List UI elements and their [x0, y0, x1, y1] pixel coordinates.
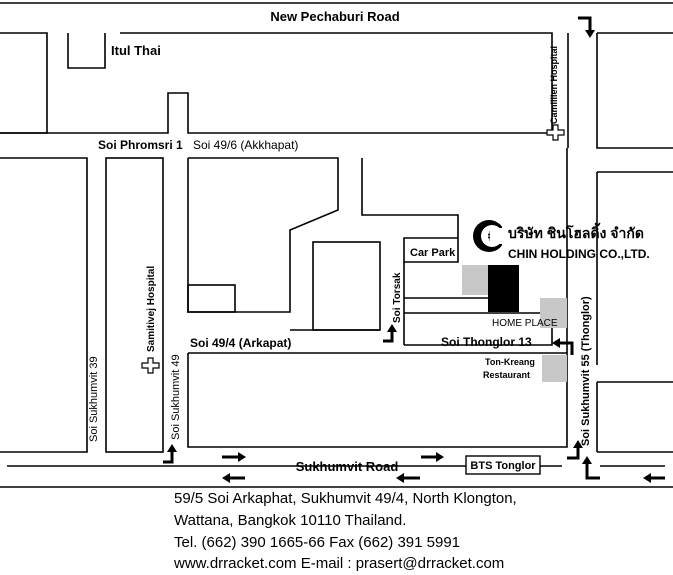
camillien-hospital-label: Camillien Hospital [549, 46, 559, 124]
soi-49-6-label: Soi 49/6 (Akkhapat) [193, 138, 298, 152]
home-place-label: HOME PLACE [492, 318, 558, 329]
car-park-label: Car Park [410, 247, 456, 259]
soi-49-4-label: Soi 49/4 (Arkapat) [190, 336, 291, 350]
contact-phone-fax: Tel. (662) 390 1665-66 Fax (662) 391 599… [174, 534, 461, 551]
home-place-building [488, 265, 519, 312]
soi-thonglor-13-label: Soi Thonglor 13 [441, 335, 532, 349]
gray-building-right [540, 298, 567, 328]
soi-sukhumvit-39-label: Soi Sukhumvit 39 [88, 356, 100, 442]
company-logo-icon [473, 220, 505, 252]
sukhumvit-road-label: Sukhumvit Road [296, 459, 399, 474]
company-name-thai: บริษัท ชินโฮลดิ้ง จำกัด [508, 222, 644, 241]
arrow-icon [558, 341, 574, 355]
itul-thai-label: Itul Thai [111, 43, 161, 58]
soi-sukhumvit-49-label: Soi Sukhumvit 49 [170, 354, 182, 440]
soi-torsak-label: Soi Torsak [392, 272, 403, 323]
samitivej-hospital-label: Samitivej Hospital [146, 266, 157, 352]
address-line-1: 59/5 Soi Arkaphat, Sukhumvit 49/4, North… [174, 490, 517, 507]
bts-tonglor-label: BTS Tonglor [470, 460, 536, 472]
arrow-icon [383, 330, 394, 343]
arrow-icon [567, 446, 580, 460]
hospital-cross-icon [546, 124, 565, 141]
soi-phromsri-label: Soi Phromsri 1 [98, 138, 183, 152]
soi-sukhumvit-55-label: Soi Sukhumvit 55 (Thonglor) [580, 296, 592, 446]
address-line-2: Wattana, Bangkok 10110 Thailand. [174, 512, 407, 529]
hospital-cross-icon [141, 357, 160, 374]
bts-tonglor-station [465, 455, 541, 475]
car-park-building [462, 265, 488, 295]
arrow-icon [585, 462, 600, 480]
company-name-en: CHIN HOLDING CO.,LTD. [508, 247, 650, 261]
arrow-icon [578, 16, 592, 32]
ton-kreang-label: Ton-Kreang [485, 357, 535, 367]
arrow-icon [163, 450, 174, 464]
restaurant-building [542, 355, 567, 382]
new-pechaburi-road-label: New Pechaburi Road [270, 9, 399, 24]
contact-web-email: www.drracket.com E-mail : prasert@drrack… [174, 555, 505, 572]
restaurant-label: Restaurant [483, 370, 530, 380]
